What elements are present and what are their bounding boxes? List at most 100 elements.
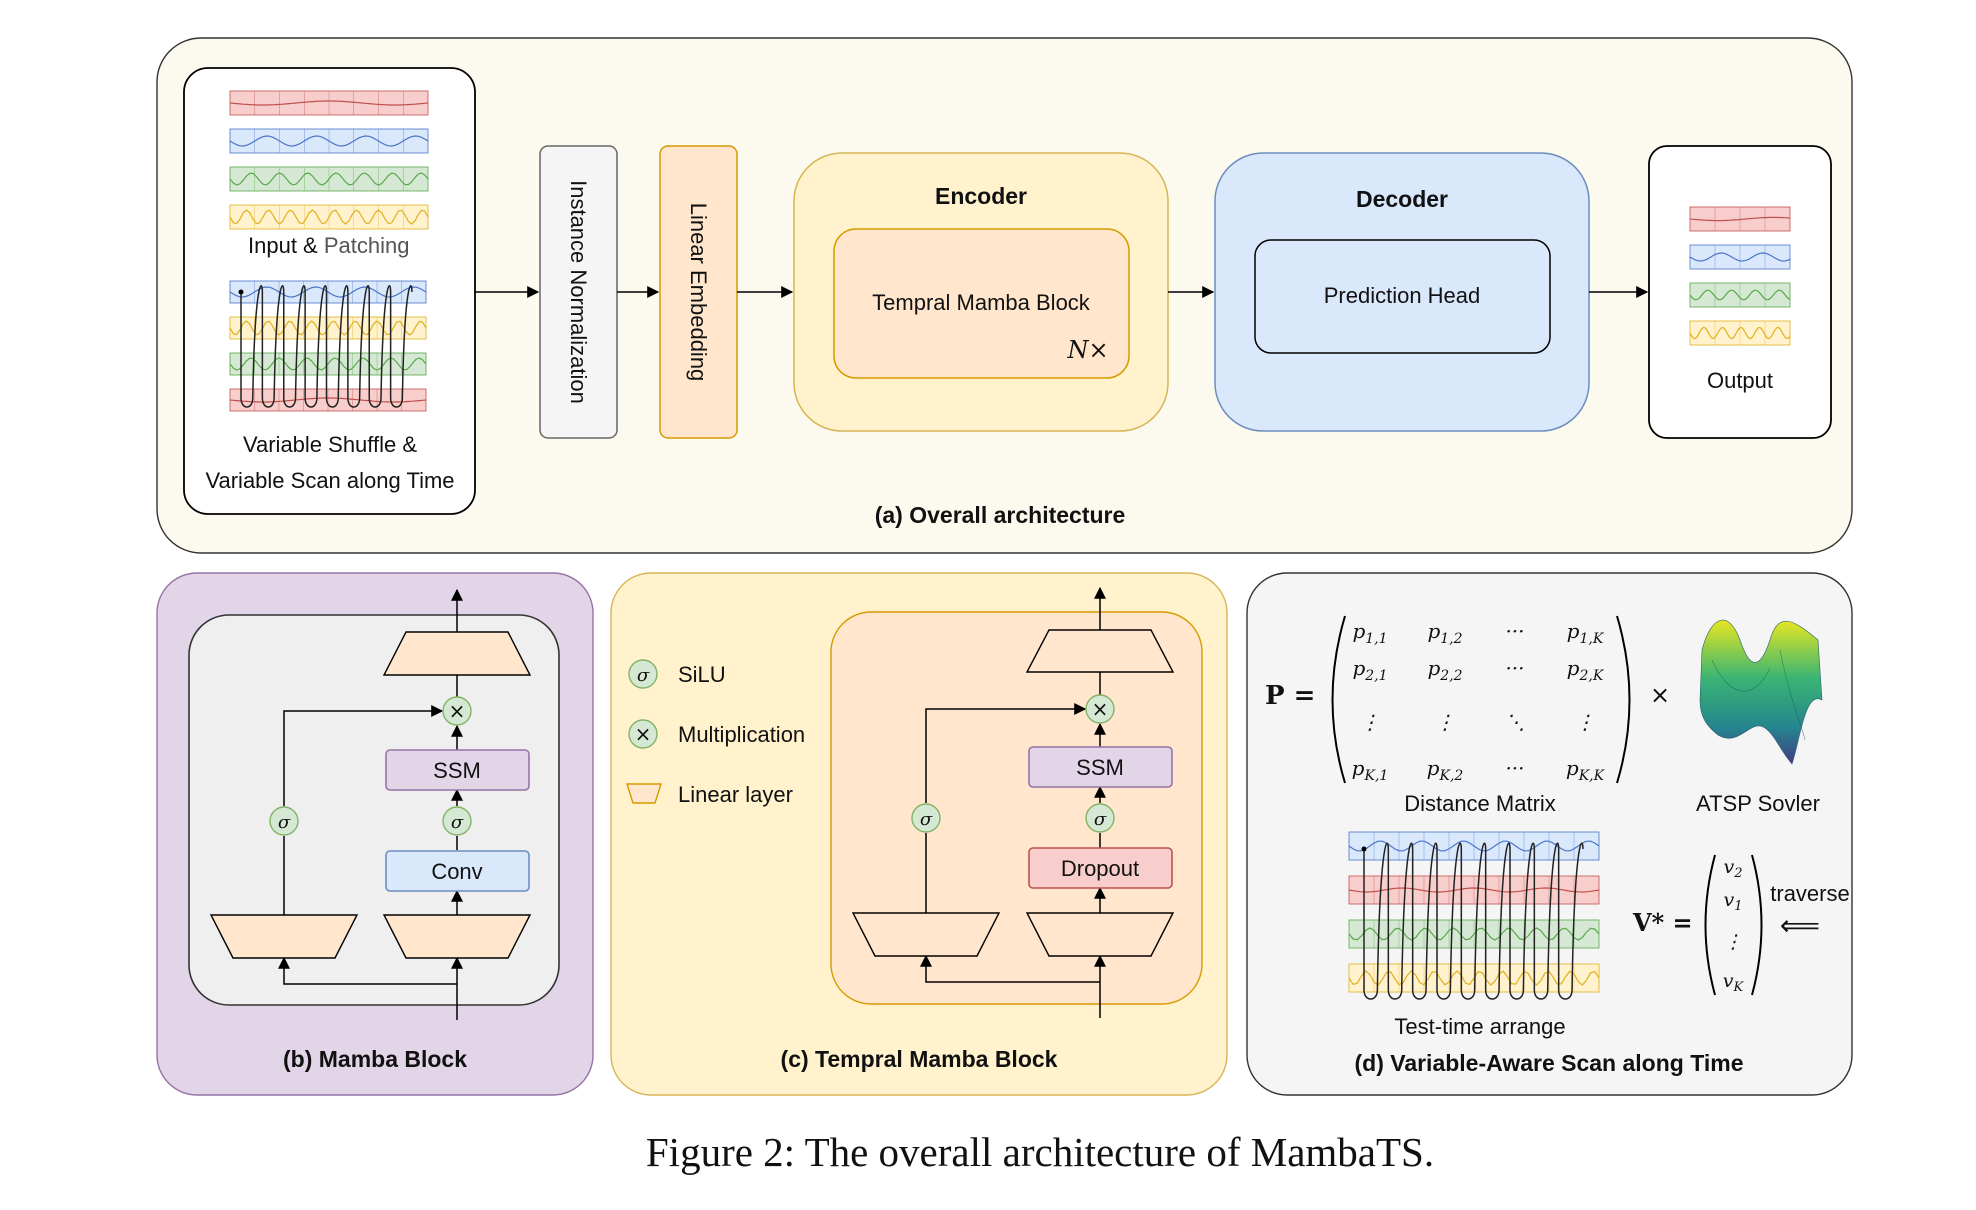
encoder-title: Encoder [935,183,1027,209]
c-sigma-left-icon [911,803,941,833]
c-dropout-box [1028,847,1173,889]
input-series-2 [229,166,429,192]
encoder-repeat-label: N× [1066,336,1108,364]
input-label: Input & Patching [248,233,409,258]
matrix-cell-0-2: ··· [1505,619,1524,643]
traverse-arrow-icon: ⟸ [1780,909,1820,942]
matrix-cell-3-2: ··· [1505,756,1524,780]
legend-linear-label: Linear layer [678,782,793,807]
vector-left-paren [1704,854,1716,996]
v-star-symbol: V* = [1632,908,1693,937]
b-sigma-right-label: σ [451,812,464,833]
c-ssm-label: SSM [1076,755,1124,780]
output-series-1 [1689,244,1791,270]
legend-multiplication-label: Multiplication [678,722,805,747]
b-linear-right [382,914,532,959]
matrix-right-paren [1616,615,1631,784]
arrange-series-3 [1348,963,1600,993]
arrange-scan-loops [1361,842,1584,1000]
shuffle-scan-loops [238,285,413,408]
legend-multiply-icon [628,719,658,749]
output-series-0 [1689,206,1791,232]
panel-a-caption: (a) Overall architecture [875,502,1126,528]
legend-linear-icon [626,783,662,804]
output-label: Output [1707,368,1773,393]
input-series-0 [229,90,429,116]
b-sigma-right-icon [442,806,472,836]
panel-b-mamba-block: Conv SSM σ σ × (b) Mamba Block [156,572,594,1096]
matrix-cell-1-2: ··· [1505,656,1524,680]
arrange-series-1 [1348,875,1600,905]
panel-d-caption: (d) Variable-Aware Scan along Time [1354,1050,1743,1076]
c-left-gate-path [925,703,1087,803]
panel-b-caption: (b) Mamba Block [283,1046,467,1072]
c-sigma-right-icon [1085,803,1115,833]
c-linear-right [1025,912,1175,957]
c-multiply-icon [1085,694,1115,724]
b-input-up-left [278,956,457,985]
b-ssm-label: SSM [433,758,481,783]
tempral-mamba-block [833,228,1130,379]
c-input-up-left [920,954,1100,983]
atsp-solver-label: ATSP Sovler [1696,791,1820,816]
arrange-series-0 [1348,831,1600,861]
output-series-2 [1689,282,1791,308]
b-conv-label: Conv [431,859,482,884]
b-linear-left [209,914,359,959]
prediction-head-label: Prediction Head [1324,283,1481,308]
c-linear-left [851,912,1001,957]
distance-matrix-label: Distance Matrix [1404,791,1556,816]
input-series-1 [229,128,429,154]
b-multiply-icon [442,696,472,726]
c-sigma-right-label: σ [1094,809,1107,830]
vector-right-paren [1751,854,1763,996]
output-series-strips [1689,206,1791,346]
c-sigma-left-label: σ [920,809,933,830]
matrix-cell-0-3: p1,K [1567,619,1605,647]
matrix-cell-2-1: ⋮ [1435,710,1455,734]
panel-b-connections [278,588,463,1020]
legend-silu-label: SiLU [678,662,726,687]
decoder-title: Decoder [1356,186,1448,212]
p-symbol: P = [1265,681,1315,711]
panel-a-overall-architecture: Input & Patching Variable Shuffle & Vari… [156,37,1853,554]
c-multiply-label: × [1092,697,1109,721]
prediction-head-block [1254,239,1551,354]
vector-cell-2: ⋮ [1724,931,1743,953]
b-linear-top [382,631,532,676]
panel-c-tempral-mamba-block: σ SiLU × Multiplication Linear layer Dro… [610,572,1228,1096]
legend-sigma-icon [628,659,658,689]
b-ssm-box [385,749,530,791]
b-multiply-label: × [449,699,466,723]
legend-multiply-symbol: × [635,722,652,746]
b-sigma-left-label: σ [278,812,291,833]
b-sigma-left-icon [269,806,299,836]
matrix-times-symbol: × [1650,681,1670,709]
atsp-solver-surface-icon [1699,619,1823,765]
panel-c-caption: (c) Tempral Mamba Block [781,1046,1058,1072]
test-time-arrange-strips [1348,831,1600,1000]
matrix-cell-2-0: ⋮ [1360,710,1380,734]
test-time-arrange-label: Test-time arrange [1394,1014,1565,1039]
c-ssm-box [1028,746,1173,788]
traverse-label: traverse [1770,881,1849,906]
c-linear-top [1025,629,1175,673]
tempral-mamba-block-label: Tempral Mamba Block [872,290,1091,315]
linear-embedding-label: Linear Embedding [686,203,711,382]
instance-normalization-label: Instance Normalization [566,180,591,404]
matrix-left-paren [1331,615,1346,784]
input-series-strips [229,90,429,230]
output-series-3 [1689,320,1791,346]
shuffle-series-2 [229,352,427,376]
arrange-series-2 [1348,919,1600,949]
shuffle-series-3 [229,388,427,412]
panel-c-connections [920,586,1106,1018]
figure-caption: Figure 2: The overall architecture of Ma… [646,1129,1434,1175]
shuffle-series-strips [229,280,427,412]
matrix-cell-2-3: ⋮ [1575,710,1595,734]
c-dropout-label: Dropout [1061,856,1139,881]
shuffle-label-line1: Variable Shuffle & [243,432,417,457]
b-conv-box [385,850,530,892]
